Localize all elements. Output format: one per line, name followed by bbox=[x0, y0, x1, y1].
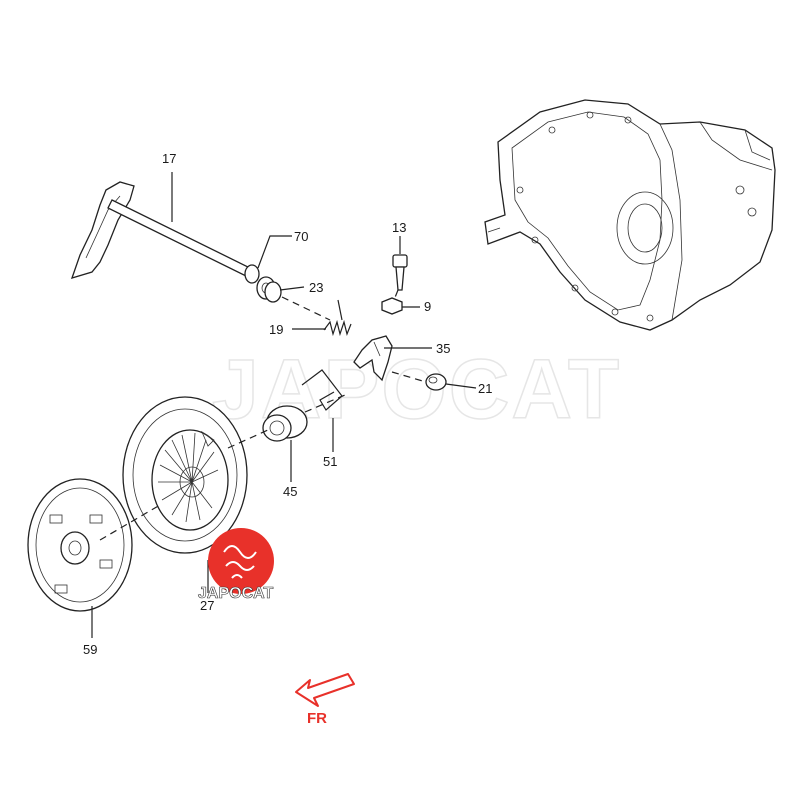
assembly-centerline bbox=[227, 429, 269, 449]
japocat-logo: JAPOCAT bbox=[198, 528, 274, 602]
callout-label: 9 bbox=[424, 299, 431, 314]
leader-lines bbox=[91, 172, 477, 638]
direction-arrow-icon bbox=[295, 673, 355, 707]
spring-part bbox=[323, 299, 352, 337]
callout-label: 23 bbox=[309, 280, 323, 295]
logo-text: JAPOCAT bbox=[198, 585, 273, 602]
transmission-housing bbox=[484, 99, 776, 331]
callout-label: 70 bbox=[294, 229, 308, 244]
assembly-centerline bbox=[391, 371, 427, 383]
pivot-part bbox=[425, 373, 447, 391]
front-direction-indicator: FR bbox=[295, 673, 355, 727]
callout-label: 17 bbox=[162, 151, 176, 166]
callout-label: 51 bbox=[323, 454, 337, 469]
callout-label: 35 bbox=[436, 341, 450, 356]
callout-label: 45 bbox=[283, 484, 297, 499]
callout-label: 21 bbox=[478, 381, 492, 396]
release-fork-part bbox=[353, 335, 393, 382]
callout-label: 59 bbox=[83, 642, 97, 657]
bolt-part bbox=[392, 254, 408, 291]
clutch-disc-part bbox=[27, 478, 133, 612]
callout-label: 13 bbox=[392, 220, 406, 235]
nut-part bbox=[381, 297, 403, 315]
assembly-centerline bbox=[304, 394, 346, 413]
seal-part bbox=[264, 281, 282, 303]
callout-label: 19 bbox=[269, 322, 283, 337]
assembly-centerline bbox=[281, 296, 331, 321]
assembly-centerline bbox=[393, 289, 399, 301]
release-shaft-part bbox=[70, 181, 260, 284]
release-bearing-part bbox=[262, 405, 308, 442]
clip-part bbox=[301, 369, 343, 411]
direction-label: FR bbox=[307, 710, 327, 727]
callout-label: 27 bbox=[200, 598, 214, 613]
pressure-plate-part bbox=[122, 396, 248, 554]
